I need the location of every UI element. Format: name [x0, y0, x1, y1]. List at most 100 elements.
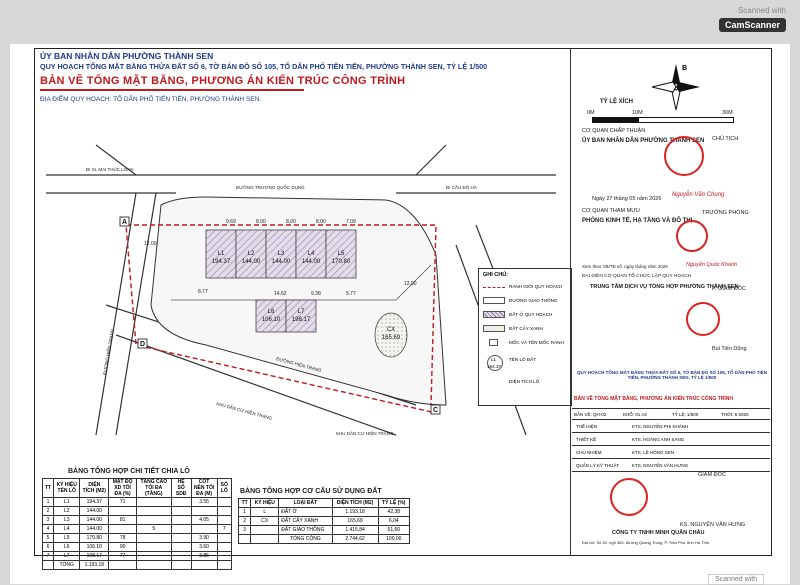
cx-area: 165.69 [382, 335, 401, 341]
table-cell: 4.05 [190, 515, 218, 525]
th: HỆ SỐ SDĐ [170, 478, 192, 498]
lot-l6-id: L6 [268, 309, 275, 315]
table-cell: 7 [216, 524, 233, 534]
legend-item-residential: ĐẤT Ở QUY HOẠCH [509, 312, 553, 317]
role-label: QUẢN LÝ KỸ THUẬT [576, 462, 620, 468]
svg-text:14.62: 14.62 [274, 291, 287, 297]
table-cell: CX [250, 516, 280, 526]
table-cell [170, 542, 192, 552]
table-cell: 1 [41, 497, 55, 507]
gd-label: GIÁM ĐỐC [698, 472, 726, 478]
table-cell [170, 560, 192, 570]
table-cell: 71 [108, 497, 137, 507]
north-arrow-icon: B [651, 64, 700, 111]
table-cell: 2.744,62 [331, 534, 379, 544]
role-label: THIẾT KẾ [576, 436, 597, 442]
drawing-number: BẢN VẼ: QH-02 [574, 411, 607, 417]
table-cell [135, 497, 172, 507]
legend-title: GHI CHÚ: [483, 272, 509, 278]
scale-tick-0: 0M [587, 110, 595, 116]
table-cell [108, 560, 137, 570]
scale-tick-30: 30M [722, 110, 733, 116]
table-cell: 6 [41, 542, 55, 552]
legend-lot-area: 194.37 [487, 364, 502, 369]
table-cell: 51,60 [377, 525, 411, 535]
title-block: BẢN VẼ: QH-02 KHỔ: 01 A3 TỶ LỆ: 1/500 TH… [572, 408, 770, 472]
svg-text:9.69: 9.69 [226, 219, 236, 225]
chairman-name: Nguyễn Văn Chung [672, 192, 725, 198]
role-label: CHỦ NHIỆM [576, 449, 602, 455]
svg-text:7.09: 7.09 [346, 219, 356, 225]
role-person: KTS. NGUYỄN PHI KHÁNH [632, 423, 689, 429]
legend-lot-id: L1 [491, 357, 497, 362]
table-header-row: TT KÝ HIỆU TÊN LÔ DIỆN TÍCH (M2) MẬT ĐỘ … [41, 478, 233, 498]
table-cell [135, 506, 172, 516]
th: DIỆN TÍCH (M2) [331, 498, 379, 508]
drawing-date: THỜI: 5-2026 [721, 411, 749, 417]
plan-title: QUY HOẠCH TỔNG MẶT BẰNG THỬA ĐẤT SỐ 6, T… [40, 62, 488, 71]
table-cell: 90 [108, 542, 137, 552]
svg-text:12.00: 12.00 [144, 241, 157, 247]
legend-swatch-marker [489, 339, 498, 346]
legend-swatch-road [483, 297, 505, 304]
advise-name: PHÒNG KINH TẾ, HẠ TẦNG VÀ ĐÔ THỊ [582, 218, 693, 224]
lots-top-row [205, 229, 408, 358]
th: TT [41, 478, 55, 498]
lot-l7-id: L7 [298, 309, 305, 315]
table-cell [135, 533, 172, 543]
org-label: ĐẠI DIỆN CƠ QUAN TỔ CHỨC LẬP QUY HOẠCH [582, 274, 692, 279]
legend-swatch-green [483, 325, 505, 332]
svg-text:KHU DÂN CƯ HIỆN TRẠNG: KHU DÂN CƯ HIỆN TRẠNG [336, 429, 394, 436]
sub-drawing-title: BẢN VẼ TỔNG MẶT BẰNG, PHƯƠNG ÁN KIẾN TRÚ… [574, 396, 733, 402]
company-name: CÔNG TY TNHH MINH QUÂN CHÂU [612, 530, 705, 536]
table-cell: L4 [53, 524, 81, 534]
table-cell [170, 524, 192, 534]
table-cell: 165,69 [331, 516, 379, 526]
scale-tick-10: 10M [632, 110, 643, 116]
table-cell [216, 533, 233, 543]
th: TỶ LỆ (%) [377, 498, 411, 508]
table-cell: 1.193,18 [331, 507, 379, 517]
table-cell: 4 [41, 524, 55, 534]
lot-l2-id: L2 [248, 251, 255, 257]
table-cell: 78 [108, 533, 137, 543]
table-cell: 3.90 [190, 533, 218, 543]
table-cell [135, 515, 172, 525]
lot-l5-id: L5 [338, 251, 345, 257]
table-cell [170, 506, 192, 516]
svg-text:5.77: 5.77 [346, 291, 356, 297]
legend-item-road: ĐƯỜNG GIAO THÔNG [509, 298, 558, 303]
role-person: KTS. LÊ HỒNG SEN [632, 449, 675, 455]
corner-a: A [122, 219, 127, 226]
svg-text:ĐI CẦU ĐÔ HÀ: ĐI CẦU ĐÔ HÀ [446, 184, 477, 190]
table-cell [41, 560, 55, 570]
table-cell: 42,38 [377, 507, 411, 517]
legend-box: GHI CHÚ: RANH GIỚI QUY HOẠCH ĐƯỜNG GIAO … [478, 268, 572, 406]
drawing-title: BẢN VẼ TỔNG MẶT BẰNG, PHƯƠNG ÁN KIẾN TRÚ… [40, 75, 406, 87]
th: SỐ LÔ [216, 478, 233, 498]
table-cell [170, 551, 192, 561]
lot-l4-area: 144.00 [302, 259, 321, 265]
table-cell: 194.37 [79, 497, 110, 507]
svg-text:8.00: 8.00 [256, 219, 266, 225]
table-cell: L1 [53, 497, 81, 507]
table-cell: 3.85 [190, 551, 218, 561]
role-person: KTS. NGUYỄN VĂN HƯNG [632, 462, 689, 468]
table-header-row: TT KÝ HIỆU LOẠI ĐẤT DIỆN TÍCH (M2) TỶ LỆ… [237, 498, 411, 508]
land-use-table: TT KÝ HIỆU LOẠI ĐẤT DIỆN TÍCH (M2) TỶ LỆ… [237, 498, 411, 544]
table-cell: 7 [41, 551, 55, 561]
table-cell: L7 [53, 551, 81, 561]
advise-seal-icon [676, 220, 708, 252]
table-cell: L2 [53, 506, 81, 516]
th: TT [237, 498, 252, 508]
company-seal-icon [610, 478, 648, 516]
table-cell: L5 [53, 533, 81, 543]
approve-agency: CƠ QUAN CHẤP THUẬN [582, 128, 646, 134]
lot-l1-area: 194.37 [212, 259, 231, 265]
